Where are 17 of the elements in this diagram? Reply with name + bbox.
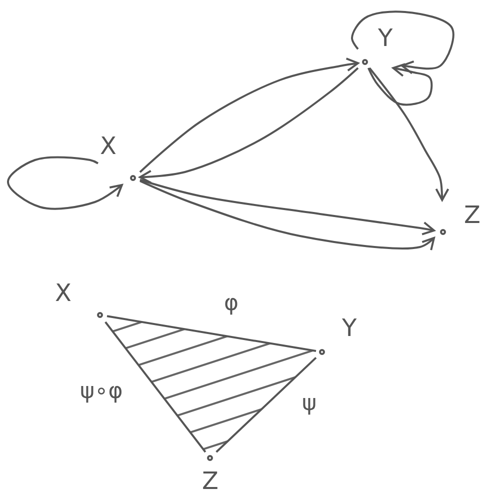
arrow (140, 180, 435, 252)
vertex-label: X (100, 133, 116, 159)
vertex-label: Y (378, 25, 393, 51)
arrow (368, 67, 450, 201)
arrow (140, 178, 435, 236)
arrow (7, 156, 123, 210)
vertex-label: Y (342, 315, 357, 341)
connector-line (216, 356, 317, 453)
connector-line (104, 321, 206, 453)
vertex-label: Z (202, 468, 218, 494)
connector-line (106, 315, 316, 352)
vertex-label: Z (464, 202, 480, 228)
arrow (367, 63, 433, 106)
arrow (139, 67, 359, 184)
vertex-label: X (55, 280, 72, 306)
arrow (139, 58, 359, 173)
arrow (351, 10, 454, 74)
